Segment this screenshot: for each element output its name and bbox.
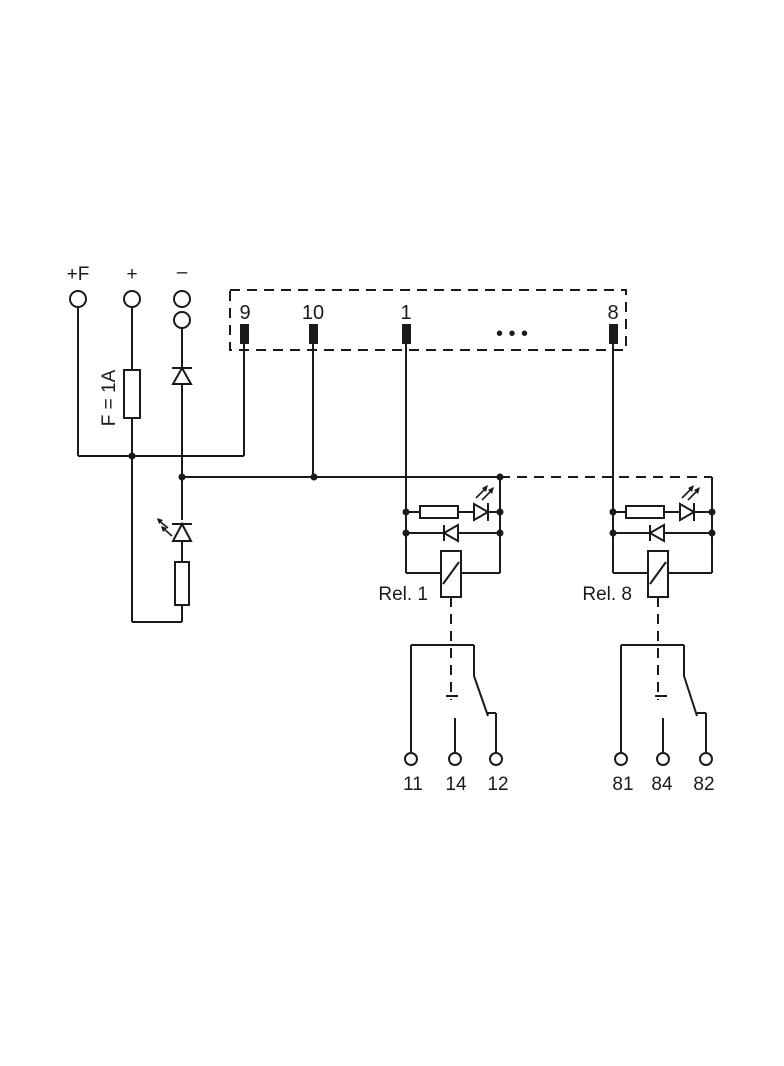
pin-ellipsis: • • •	[496, 323, 528, 345]
fuse-supply-wire	[77, 307, 245, 457]
contact-label-11: 11	[403, 774, 423, 795]
terminal-minus-b	[173, 311, 191, 329]
fuse-label: F = 1A	[99, 369, 120, 426]
pin-8	[609, 324, 618, 344]
pin-label-1: 1	[400, 302, 411, 324]
connector-outline	[229, 289, 627, 351]
terminal-minus-a	[173, 290, 191, 308]
contact-label-12: 12	[487, 774, 508, 795]
contact-terminal-82	[699, 752, 713, 766]
contact-label-82: 82	[693, 774, 714, 795]
terminal-plus-f	[69, 290, 87, 308]
relay-1-circuit	[405, 344, 501, 752]
junction-dot	[609, 529, 617, 537]
pin-9	[240, 324, 249, 344]
contact-terminal-84	[656, 752, 670, 766]
pin-10	[309, 324, 318, 344]
terminal-label-minus: –	[177, 262, 188, 283]
contact-terminal-14	[448, 752, 462, 766]
contact-label-81: 81	[612, 774, 633, 795]
pin-label-10: 10	[302, 302, 324, 324]
terminal-label-plus: +	[126, 264, 137, 285]
power-led-icon	[157, 518, 193, 542]
relay-1-label: Rel. 1	[378, 584, 428, 605]
junction-dot	[496, 529, 504, 537]
terminal-label-plus-f: +F	[67, 264, 90, 285]
terminal-plus	[123, 290, 141, 308]
plus-wire	[131, 307, 183, 623]
contact-terminal-11	[404, 752, 418, 766]
relay-8-label: Rel. 8	[582, 584, 632, 605]
reverse-polarity-diode-icon	[171, 365, 193, 385]
pin-1	[402, 324, 411, 344]
junction-dot	[496, 508, 504, 516]
led-resistor	[174, 561, 190, 606]
junction-dot	[402, 508, 410, 516]
fuse-symbol	[123, 369, 141, 419]
junction-dot	[402, 529, 410, 537]
contact-label-84: 84	[651, 774, 673, 795]
junction-dot	[128, 452, 136, 460]
junction-dot	[708, 508, 716, 516]
junction-dot	[708, 529, 716, 537]
contact-label-14: 14	[445, 774, 467, 795]
contact-terminal-81	[614, 752, 628, 766]
relay-8-circuit	[612, 344, 713, 752]
common-bus	[182, 476, 713, 490]
pin-label-8: 8	[607, 302, 618, 324]
junction-dot	[609, 508, 617, 516]
contact-terminal-12	[489, 752, 503, 766]
pin-label-9: 9	[239, 302, 250, 324]
